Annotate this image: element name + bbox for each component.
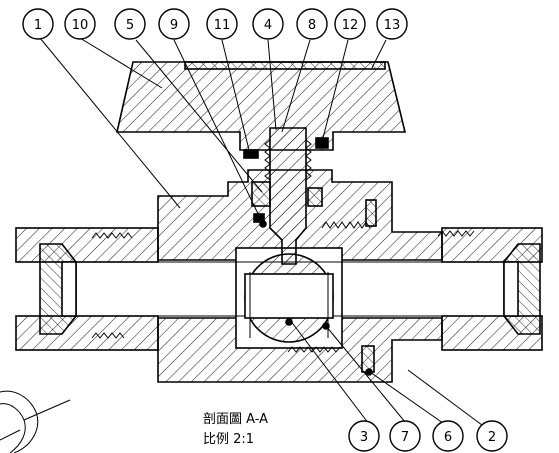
- handle: [115, 61, 407, 151]
- balloon-3: 3: [348, 420, 380, 452]
- balloon-1: 1: [22, 8, 54, 40]
- balloon-4-label: 4: [264, 18, 272, 33]
- balloon-12-label: 12: [342, 18, 359, 33]
- balloon-6: 6: [432, 420, 464, 452]
- balloon-10: 10: [64, 8, 96, 40]
- balloon-11: 11: [206, 8, 238, 40]
- scale-label: 比例 2:1: [203, 432, 254, 447]
- balloon-12: 12: [334, 8, 366, 40]
- balloon-3-label: 3: [360, 430, 368, 445]
- stem: [264, 127, 312, 265]
- balloon-10-label: 10: [72, 18, 89, 33]
- leader-lines: [39, 37, 487, 429]
- section-title: 剖面圖 A-A: [203, 412, 268, 427]
- seals-and-springs: [91, 137, 475, 376]
- balloon-9: 9: [158, 8, 190, 40]
- balloon-7-label: 7: [401, 430, 409, 445]
- balloon-13-label: 13: [384, 18, 401, 33]
- balloon-2: 2: [476, 420, 508, 452]
- balloon-8: 8: [296, 8, 328, 40]
- balloon-9-label: 9: [170, 18, 178, 33]
- balloon-7: 7: [389, 420, 421, 452]
- balloon-4: 4: [252, 8, 284, 40]
- balloon-5-label: 5: [126, 18, 134, 33]
- balloon-11-label: 11: [214, 18, 231, 33]
- balloon-5: 5: [114, 8, 146, 40]
- balloon-1-label: 1: [34, 18, 42, 33]
- balloon-2-label: 2: [488, 430, 496, 445]
- left-fitting: [15, 227, 159, 351]
- ball: [244, 253, 334, 343]
- right-fitting: [441, 227, 543, 351]
- balloon-6-label: 6: [444, 430, 452, 445]
- partial-view: [0, 390, 71, 453]
- balloon-13: 13: [376, 8, 408, 40]
- balloon-8-label: 8: [308, 18, 316, 33]
